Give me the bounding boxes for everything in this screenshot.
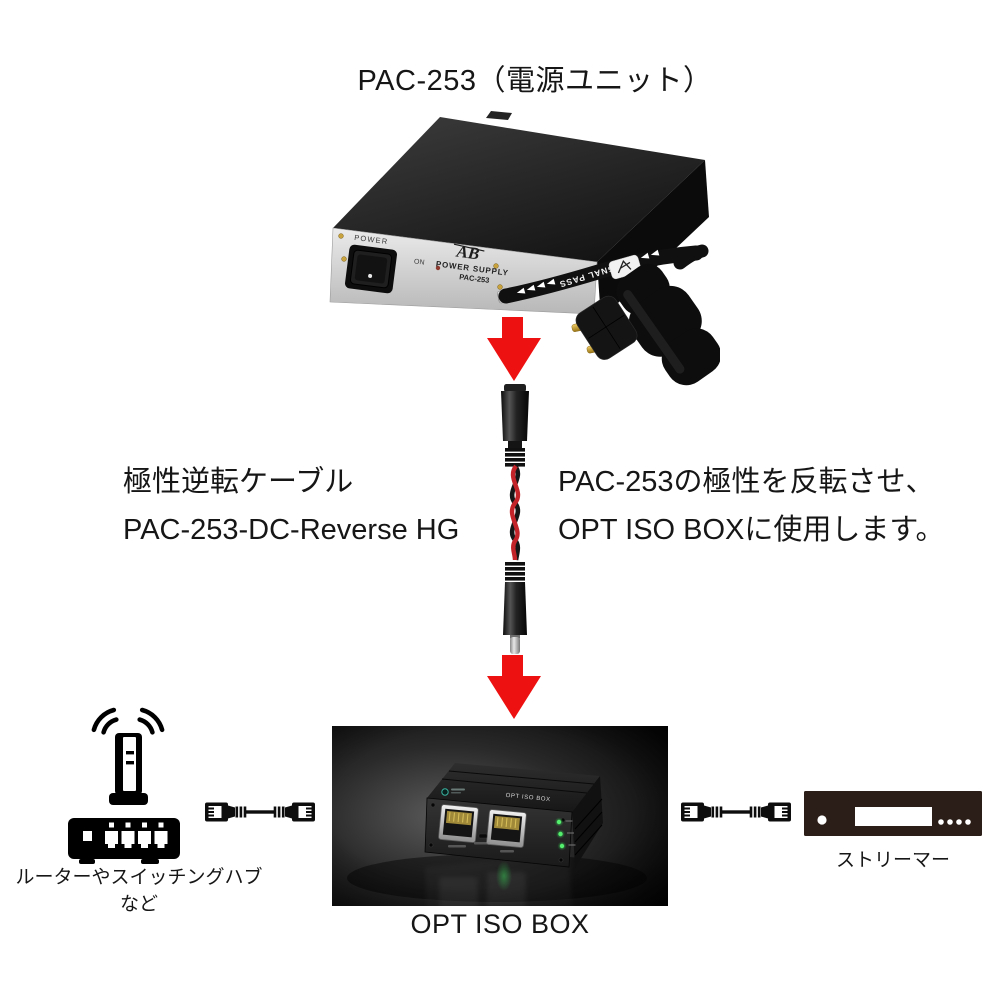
- plug-face: [575, 295, 638, 360]
- adapter-desc-caption: PAC-253の極性を反転させ、 OPT ISO BOXに使用します。: [558, 458, 945, 554]
- psu-model-line2: PAC-253: [459, 272, 490, 285]
- power-led: [435, 265, 441, 271]
- streamer-knob: [817, 815, 827, 825]
- psu-top-notch: [486, 111, 512, 120]
- ethernet-cable-icon-left: [205, 802, 315, 822]
- psu-top-face: [333, 117, 705, 262]
- streamer-label: ストリーマー: [835, 850, 950, 871]
- adapter-name-line1: 極性逆転ケーブル: [123, 466, 354, 498]
- psu-photo: POWER ON AB POWER SUPPLY PAC-253: [329, 111, 720, 386]
- optbox-photo: OPT ISO BOX: [332, 726, 668, 906]
- psu-on-label: ON: [414, 258, 425, 266]
- twisted-wire: [509, 464, 521, 561]
- svg-text:AB: AB: [455, 242, 481, 264]
- wifi-icon: [91, 707, 165, 735]
- arrow-down-icon-1: [487, 317, 541, 381]
- cable-chevrons: [516, 249, 660, 294]
- dc-reverse-cable-photo: [501, 384, 529, 654]
- adapter-desc-line1: PAC-253の極性を反転させ、: [558, 466, 935, 498]
- adapter-desc-line2: OPT ISO BOXに使用します。: [558, 514, 945, 546]
- adapter-name-line2: PAC-253-DC-Reverse HG: [123, 514, 460, 546]
- power-switch: [344, 244, 398, 294]
- brand-logo: AB: [453, 242, 485, 264]
- adapter-name-caption: 極性逆転ケーブル PAC-253-DC-Reverse HG: [123, 458, 459, 554]
- page-title: PAC-253（電源ユニット）: [357, 65, 713, 97]
- streamer-icon: [804, 791, 982, 836]
- dc-female-jack: [501, 384, 529, 467]
- arrow-down-icon-2: [487, 655, 541, 719]
- ethernet-cable-icon-right: [681, 802, 791, 822]
- router-label: ルーターやスイッチングハブなど: [15, 867, 263, 915]
- photo-vignette: [332, 726, 668, 906]
- plug-body: [616, 263, 720, 386]
- router-tower-icon: [109, 733, 148, 805]
- streamer-display: [855, 807, 932, 826]
- switch-hub-icon: [68, 818, 180, 864]
- optbox-label: OPT ISO BOX: [410, 909, 590, 939]
- dc-male-plug: [503, 562, 527, 654]
- router-hub-icon: [68, 707, 180, 864]
- psu-power-label: POWER: [354, 233, 389, 246]
- streamer-buttons: [938, 819, 971, 825]
- panel-screws: [338, 233, 503, 290]
